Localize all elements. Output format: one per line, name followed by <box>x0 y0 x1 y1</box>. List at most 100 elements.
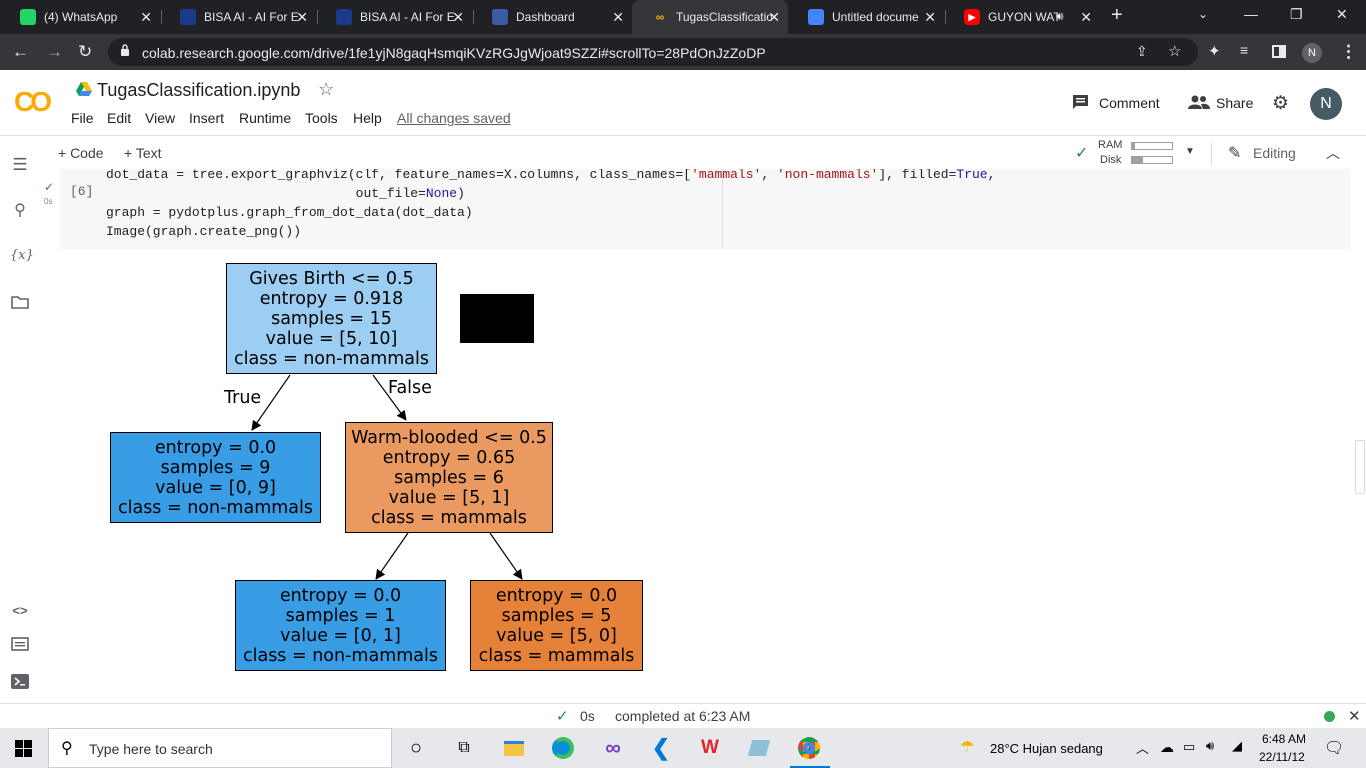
tree-node-line: entropy = 0.0 <box>279 585 402 606</box>
tab-bisa-ai-2[interactable]: BISA AI - AI For E ✕ <box>316 0 472 34</box>
close-icon[interactable]: ✕ <box>924 9 936 25</box>
restore-button[interactable]: ❐ <box>1290 6 1303 22</box>
tab-colab-active[interactable]: ∞ TugasClassificatio ✕ <box>632 0 788 34</box>
wifi-icon[interactable]: ◢ <box>1232 738 1242 753</box>
close-status-icon[interactable]: ✕ <box>1348 708 1361 725</box>
wps-office-icon[interactable]: W <box>701 737 719 758</box>
back-icon[interactable]: ← <box>12 42 29 61</box>
speaker-icon[interactable]: 🔊︎ <box>1056 9 1064 23</box>
notebook-scrollbar-track[interactable] <box>1354 169 1366 703</box>
share-button[interactable]: Share <box>1216 95 1254 111</box>
menu-view[interactable]: View <box>145 110 176 126</box>
bookmark-star-icon[interactable]: ☆ <box>1168 43 1182 60</box>
notebook-title[interactable]: TugasClassification.ipynb <box>97 80 301 100</box>
taskbar-search-box[interactable]: ⚲ Type here to search <box>48 728 392 768</box>
window-close-button[interactable]: ✕ <box>1336 6 1348 22</box>
extensions-icon[interactable]: ✦ <box>1208 43 1221 60</box>
menu-file[interactable]: File <box>71 110 94 126</box>
omnibox[interactable]: colab.research.google.com/drive/1fe1yjN8… <box>108 38 1198 66</box>
notification-icon[interactable]: 🗨︎ <box>1324 740 1345 757</box>
menu-edit[interactable]: Edit <box>107 110 132 126</box>
new-tab-button[interactable]: + <box>1111 4 1123 26</box>
tab-google-docs[interactable]: Untitled docume ✕ <box>788 0 944 34</box>
close-icon[interactable]: ✕ <box>612 9 624 25</box>
clock-date[interactable]: 22/11/12 <box>1259 750 1305 764</box>
tree-node-line: samples = 1 <box>285 605 396 626</box>
cortana-icon[interactable]: ○ <box>409 736 423 759</box>
collapse-header-icon[interactable]: ︿ <box>1326 145 1340 161</box>
close-icon[interactable]: ✕ <box>1080 9 1092 25</box>
tree-node-line: value = [0, 9] <box>155 477 276 498</box>
colab-logo[interactable]: CO <box>14 86 52 117</box>
clock-time[interactable]: 6:48 AM <box>1262 732 1307 746</box>
tab-bisa-ai-1[interactable]: BISA AI - AI For E ✕ <box>160 0 316 34</box>
table-of-contents-icon[interactable]: ☰ <box>12 155 28 174</box>
account-avatar[interactable]: N <box>1310 88 1342 120</box>
windows-taskbar: ⚲ Type here to search ○ ⧉ ∞ ❮ W ☂ 28°C H… <box>0 728 1366 768</box>
tab-whatsapp[interactable]: (4) WhatsApp ✕ <box>0 0 160 34</box>
menu-tools[interactable]: Tools <box>305 110 338 126</box>
taskbar-search-placeholder: Type here to search <box>89 741 213 757</box>
code-token: True <box>956 169 988 182</box>
star-icon[interactable]: ☆ <box>318 79 335 99</box>
connection-status-dot[interactable] <box>1324 711 1335 722</box>
side-panel-icon[interactable] <box>1272 45 1286 58</box>
folder-icon[interactable] <box>10 295 30 313</box>
add-text-button[interactable]: + Text <box>124 145 162 161</box>
share-page-icon[interactable]: ⇪ <box>1136 43 1148 59</box>
tree-node-line: entropy = 0.0 <box>495 585 618 606</box>
terminal-icon[interactable] <box>10 674 30 693</box>
edge-browser-icon[interactable] <box>551 736 575 760</box>
file-explorer-icon[interactable] <box>502 736 526 760</box>
vscode-icon[interactable]: ❮ <box>651 735 671 760</box>
editing-mode-button[interactable]: Editing <box>1253 145 1296 161</box>
reload-icon[interactable]: ↻ <box>78 42 93 61</box>
media-control-icon[interactable]: ≡ <box>1240 42 1249 58</box>
weather-text[interactable]: 28°C Hujan sedang <box>990 741 1103 756</box>
tab-dashboard[interactable]: Dashboard ✕ <box>472 0 632 34</box>
resources-dropdown-icon[interactable]: ▼ <box>1185 146 1195 157</box>
task-view-icon[interactable]: ⧉ <box>458 739 470 756</box>
visual-studio-icon[interactable]: ∞ <box>605 735 621 760</box>
tab-search-icon[interactable]: ⌄ <box>1198 7 1209 21</box>
code-cell[interactable]: dot_data = tree.export_graphviz(clf, fea… <box>60 169 1350 249</box>
command-palette-icon[interactable] <box>10 637 30 655</box>
variables-icon[interactable]: {x} <box>10 248 34 263</box>
tab-youtube[interactable]: ▶ GUYON WAT 🔊︎ ✕ <box>944 0 1100 34</box>
menu-insert[interactable]: Insert <box>189 110 225 126</box>
code-editor[interactable]: dot_data = tree.export_graphviz(clf, fea… <box>106 169 995 241</box>
forward-icon[interactable]: → <box>46 42 63 61</box>
menu-runtime[interactable]: Runtime <box>239 110 292 126</box>
save-status[interactable]: All changes saved <box>397 110 511 126</box>
minimize-button[interactable]: — <box>1244 6 1258 22</box>
onedrive-icon[interactable]: ☁ <box>1160 739 1174 755</box>
profile-avatar[interactable]: N <box>1302 43 1322 63</box>
edge-warm-right <box>489 532 523 580</box>
execution-count[interactable]: [6] <box>70 184 94 199</box>
comment-button[interactable]: Comment <box>1099 95 1160 111</box>
chrome-icon[interactable] <box>797 736 821 760</box>
more-menu-icon[interactable]: ⋮ <box>1340 42 1357 61</box>
battery-icon[interactable]: ▭ <box>1183 739 1196 754</box>
tree-node-line: Gives Birth <= 0.5 <box>249 268 414 289</box>
tree-node-line: entropy = 0.0 <box>154 437 277 458</box>
menu-help[interactable]: Help <box>353 110 382 126</box>
weather-icon[interactable]: ☂ <box>960 739 975 756</box>
gear-icon[interactable]: ⚙ <box>1272 93 1290 114</box>
close-icon[interactable]: ✕ <box>768 9 780 25</box>
windows-start-icon[interactable] <box>15 740 32 757</box>
code-snippets-icon[interactable]: <> <box>12 603 28 618</box>
close-icon[interactable]: ✕ <box>140 9 152 25</box>
disk-usage-fill <box>1132 157 1144 163</box>
show-hidden-icons-icon[interactable]: ︿ <box>1136 741 1150 756</box>
volume-icon[interactable]: 🔊︎ <box>1206 738 1215 753</box>
notepad-icon[interactable] <box>747 736 771 760</box>
close-icon[interactable]: ✕ <box>296 9 308 25</box>
close-icon[interactable]: ✕ <box>452 9 464 25</box>
notebook-scrollbar-thumb[interactable] <box>1355 440 1365 494</box>
bisa-ai-icon <box>336 9 352 25</box>
add-code-button[interactable]: + Code <box>58 145 104 161</box>
search-icon[interactable]: ⚲ <box>14 202 26 219</box>
tree-node-line: class = non-mammals <box>242 645 438 666</box>
